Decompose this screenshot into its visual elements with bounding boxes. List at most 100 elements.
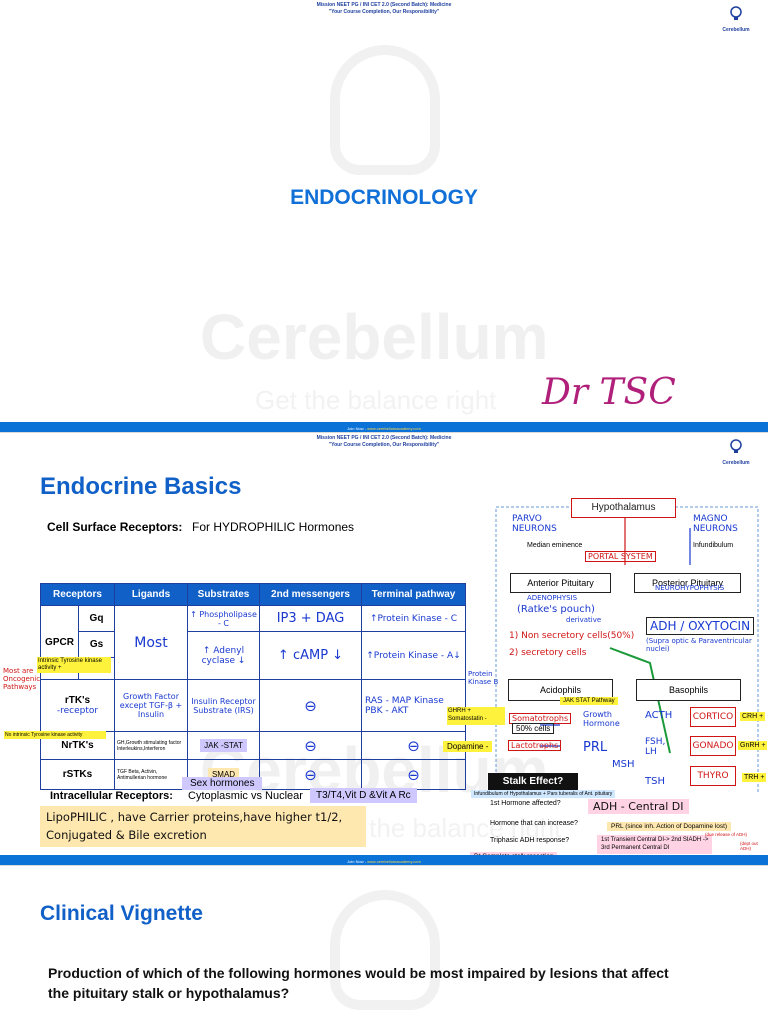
logo-name: Cerebellum [722,460,750,466]
stalk-a1: ADH - Central DI [588,799,689,814]
receptor-table: Receptors Ligands Substrates 2nd messeng… [40,583,466,790]
ghrh-somatostatin: GHRH + Somatostatin - [447,707,505,725]
nuclei-label: (Supra optic & Paraventricular nuclei) [646,637,752,654]
header-line1: Mission NEET PG / INI CET 2.0 (Second Ba… [316,2,452,8]
header-line2: "Your Course Completion, Our Responsibil… [328,442,440,448]
footer: Join Now - www.cerebellumacademy.com [347,426,421,431]
rtk-receptor-note: -receptor [56,706,99,716]
footer-bar [0,422,768,432]
prl-label: PRL [583,740,608,755]
slide-header: Mission NEET PG / INI CET 2.0 (Second Ba… [0,435,768,449]
rathke-pouch: (Ratke's pouch) [517,604,595,615]
stalk-q3: Triphasic ADH response? [490,837,570,844]
stalk-a3: 1st Transient Central DI-> 2nd SIADH -> … [597,835,713,854]
crh-label: CRH + [740,712,766,721]
sub-gs: ↑ Adenyl cyclase ↓ [187,631,260,680]
stalk-q1: 1st Hormone affected? [490,800,561,807]
rtk-substrate: Insulin Receptor Substrate (IRS) [187,679,260,732]
rstk-msg: ⊖ [259,759,362,790]
median-eminence: Median eminence [527,542,583,549]
logo-name: Cerebellum [722,27,750,33]
jak-stat-pathway-tag: JAK STAT Pathway [560,697,618,705]
rtk-cell: rTK's -receptor [40,679,115,732]
slide-title: Mission NEET PG / INI CET 2.0 (Second Ba… [0,0,768,432]
posterior-pituitary-box: Posterior Pituitary [634,573,741,593]
author-signature: Dr TSC [542,372,676,413]
side-note-no-intrinsic-tk: No intrinsic Tyrosine kinase activity [4,731,106,739]
nrtk-ligand: GH,Growth stimulating factor Interleukin… [114,731,188,760]
adh-oxytocin: ADH / OXYTOCIN [646,617,755,635]
term-gq: ↑Protein Kinase - C [361,605,466,632]
term-gs: ↑Protein Kinase - A↓ [361,631,466,680]
rstk-cell: rSTKs [40,759,115,790]
fsh-lh-label: FSH, LH [645,737,666,757]
cell-surface-label: Cell Surface Receptors: [47,520,183,534]
watermark-tagline: Get the balance right [255,385,497,415]
slide-endocrine-basics: Mission NEET PG / INI CET 2.0 (Second Ba… [0,433,768,865]
vignette-question: Production of which of the following hor… [48,965,669,1001]
rstk-terminal: ⊖ [361,759,466,790]
side-note-oncogenic: Most are Oncogenic Pathways [3,667,41,692]
watermark-bulb-icon [330,890,440,1010]
col-header-ligands: Ligands [114,583,188,606]
header-line1: Mission NEET PG / INI CET 2.0 (Second Ba… [316,435,452,441]
stalk-a3-note: (due release of ADH) [705,832,748,837]
magno-neurons: MAGNO NEURONS [693,514,738,534]
infundibulum-label: Infundibulum [693,542,734,549]
nrtk-msg: ⊖ [259,731,362,760]
col-header-terminal: Terminal pathway [361,583,466,606]
gs-cell: Gs [78,631,115,658]
stalk-infund-note: Infundibulum of Hypothalamus + Pars tube… [471,790,616,798]
stalk-q2: Hormone that can increase? [490,820,578,827]
gq-cell: Gq [78,605,115,632]
stalk-a3-note2: (dept out ADH) [740,841,758,851]
diagram-connectors [495,506,759,793]
col-header-2nd-messengers: 2nd messengers [259,583,362,606]
non-secretory-cells: 1) Non secretory cells(50%) [509,631,635,641]
rtk-msg: ⊖ [259,679,362,732]
acth-label: ACTH [645,710,673,721]
hypothalamus-box: Hypothalamus [571,498,676,518]
brain-bulb-icon [730,439,742,453]
slide-title-text: Clinical Vignette [40,902,203,925]
watermark-text: Cerebellum [200,301,549,373]
basophils-box: Basophils [636,679,741,701]
col-header-receptors: Receptors [40,583,115,606]
footer-link[interactable]: www.cerebellumacademy.com [367,859,421,864]
logo: Cerebellum [716,439,756,466]
sub-gq: ↑ Phospholipase - C [187,605,260,632]
ligand-most: Most [114,605,188,680]
neurohypophysis-label: NEUROHYPOPHYSIS [655,584,725,592]
cell-surface-note: For HYDROPHILIC Hormones [192,520,355,534]
rtk-terminal-note: Protein Kinase B [468,670,499,686]
rtk-ligand: Growth Factor except TGF-β + Insulin [114,679,188,732]
dopamine-label: Dopamine - [443,741,493,752]
nrtk-substrate: JAK -STAT [187,731,260,760]
tsh-label: TSH [645,776,665,787]
intracellular-label: Intracellular Receptors: [50,790,173,802]
footer: Join Now - www.cerebellumacademy.com [347,859,421,864]
slide-clinical-vignette: Clinical Vignette Production of which of… [0,866,768,1024]
watermark-bulb-icon [330,45,440,175]
lipophilic-note: LipoPHILIC , have Carrier proteins,have … [40,806,366,847]
header-line2: "Your Course Completion, Our Responsibil… [328,9,440,15]
col-header-substrates: Substrates [187,583,260,606]
slide-title-text: Endocrine Basics [40,473,242,500]
slide-title-text: ENDOCRINOLOGY [290,186,478,209]
thyro-box: THYRO [690,766,736,786]
footer-link[interactable]: www.cerebellumacademy.com [367,426,421,431]
rstk-ligand: TGF Beta, Activin, Antimullerian hormone [114,759,188,790]
lactotrophs: Lactotrophs [508,740,562,751]
brain-bulb-icon [730,6,742,20]
sex-hormones-tag: Sex hormones [182,777,263,790]
fifty-percent-cells: 50% cells [512,723,555,734]
intracellular-note: Cytoplasmic vs Nuclear [188,790,303,802]
logo: Cerebellum [716,6,756,33]
stalk-effect-title: Stalk Effect? [488,773,578,791]
msg-gs: ↑ cAMP ↓ [259,631,362,680]
stalk-a2: PRL (since inh. Action of Dopamine lost) [607,822,732,831]
derivative-label: derivative [566,616,602,624]
side-note-intrinsic-tk: Intrinsic Tyrosine kinase activity + [37,657,111,674]
adenophysis-label: ADENOPHYSIS [527,594,578,602]
slide-header: Mission NEET PG / INI CET 2.0 (Second Ba… [0,2,768,16]
